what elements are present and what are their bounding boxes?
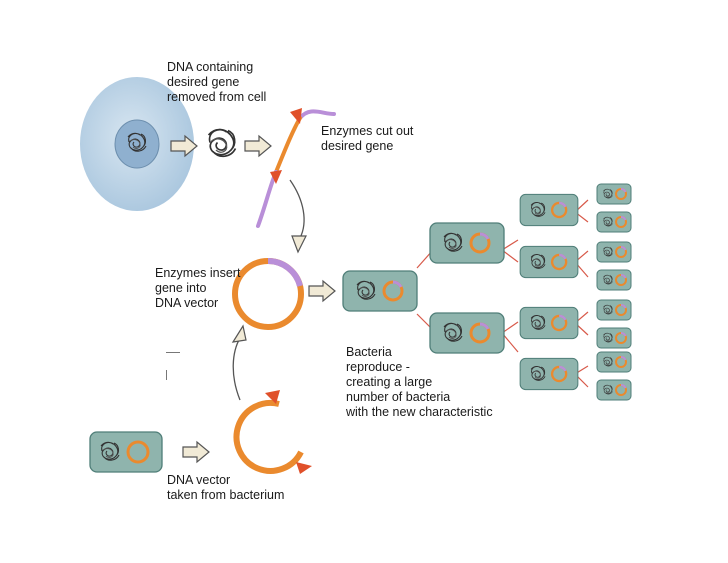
bacterium-icon xyxy=(520,307,578,338)
label-bacteria-reproduce: Bacteria reproduce - creating a large nu… xyxy=(346,345,493,419)
bacterium-icon xyxy=(597,328,631,348)
bacterium-icon xyxy=(520,246,578,277)
label-dna-vector: DNA vector taken from bacterium xyxy=(167,473,285,502)
bacterium-icon xyxy=(597,242,631,262)
bacterium-icon xyxy=(597,380,631,400)
bacterium-icon xyxy=(520,358,578,389)
bacterium-icon xyxy=(520,194,578,225)
enzyme-icon xyxy=(270,170,282,184)
enzyme-icon xyxy=(265,390,280,404)
plasmid-icon xyxy=(233,390,312,474)
divider xyxy=(166,370,167,380)
arrow-icon xyxy=(244,135,272,157)
bacterium-icon xyxy=(343,271,417,311)
label-enzymes-cut: Enzymes cut out desired gene xyxy=(321,124,414,153)
chromosome-icon xyxy=(207,128,237,158)
bacterium-icon xyxy=(597,352,631,372)
arrow-icon xyxy=(231,324,247,401)
cut-gene-strand xyxy=(256,108,336,228)
bacterium-icon xyxy=(597,184,631,204)
arrow-icon xyxy=(289,179,307,254)
bacterium-icon xyxy=(597,212,631,232)
plasmid-icon xyxy=(232,258,304,330)
arrow-icon xyxy=(182,441,210,463)
bacterium-icon xyxy=(430,223,504,263)
bacterium-icon xyxy=(597,270,631,290)
bacterium-icon xyxy=(597,300,631,320)
arrow-icon xyxy=(308,280,336,302)
label-enzymes-insert: Enzymes insert gene into DNA vector xyxy=(155,266,241,310)
cell-icon xyxy=(80,77,194,211)
label-dna-containing: DNA containing desired gene removed from… xyxy=(167,60,267,104)
enzyme-icon xyxy=(290,108,302,124)
bacterium-icon xyxy=(89,431,163,473)
enzyme-icon xyxy=(296,462,312,474)
divider xyxy=(166,352,180,353)
